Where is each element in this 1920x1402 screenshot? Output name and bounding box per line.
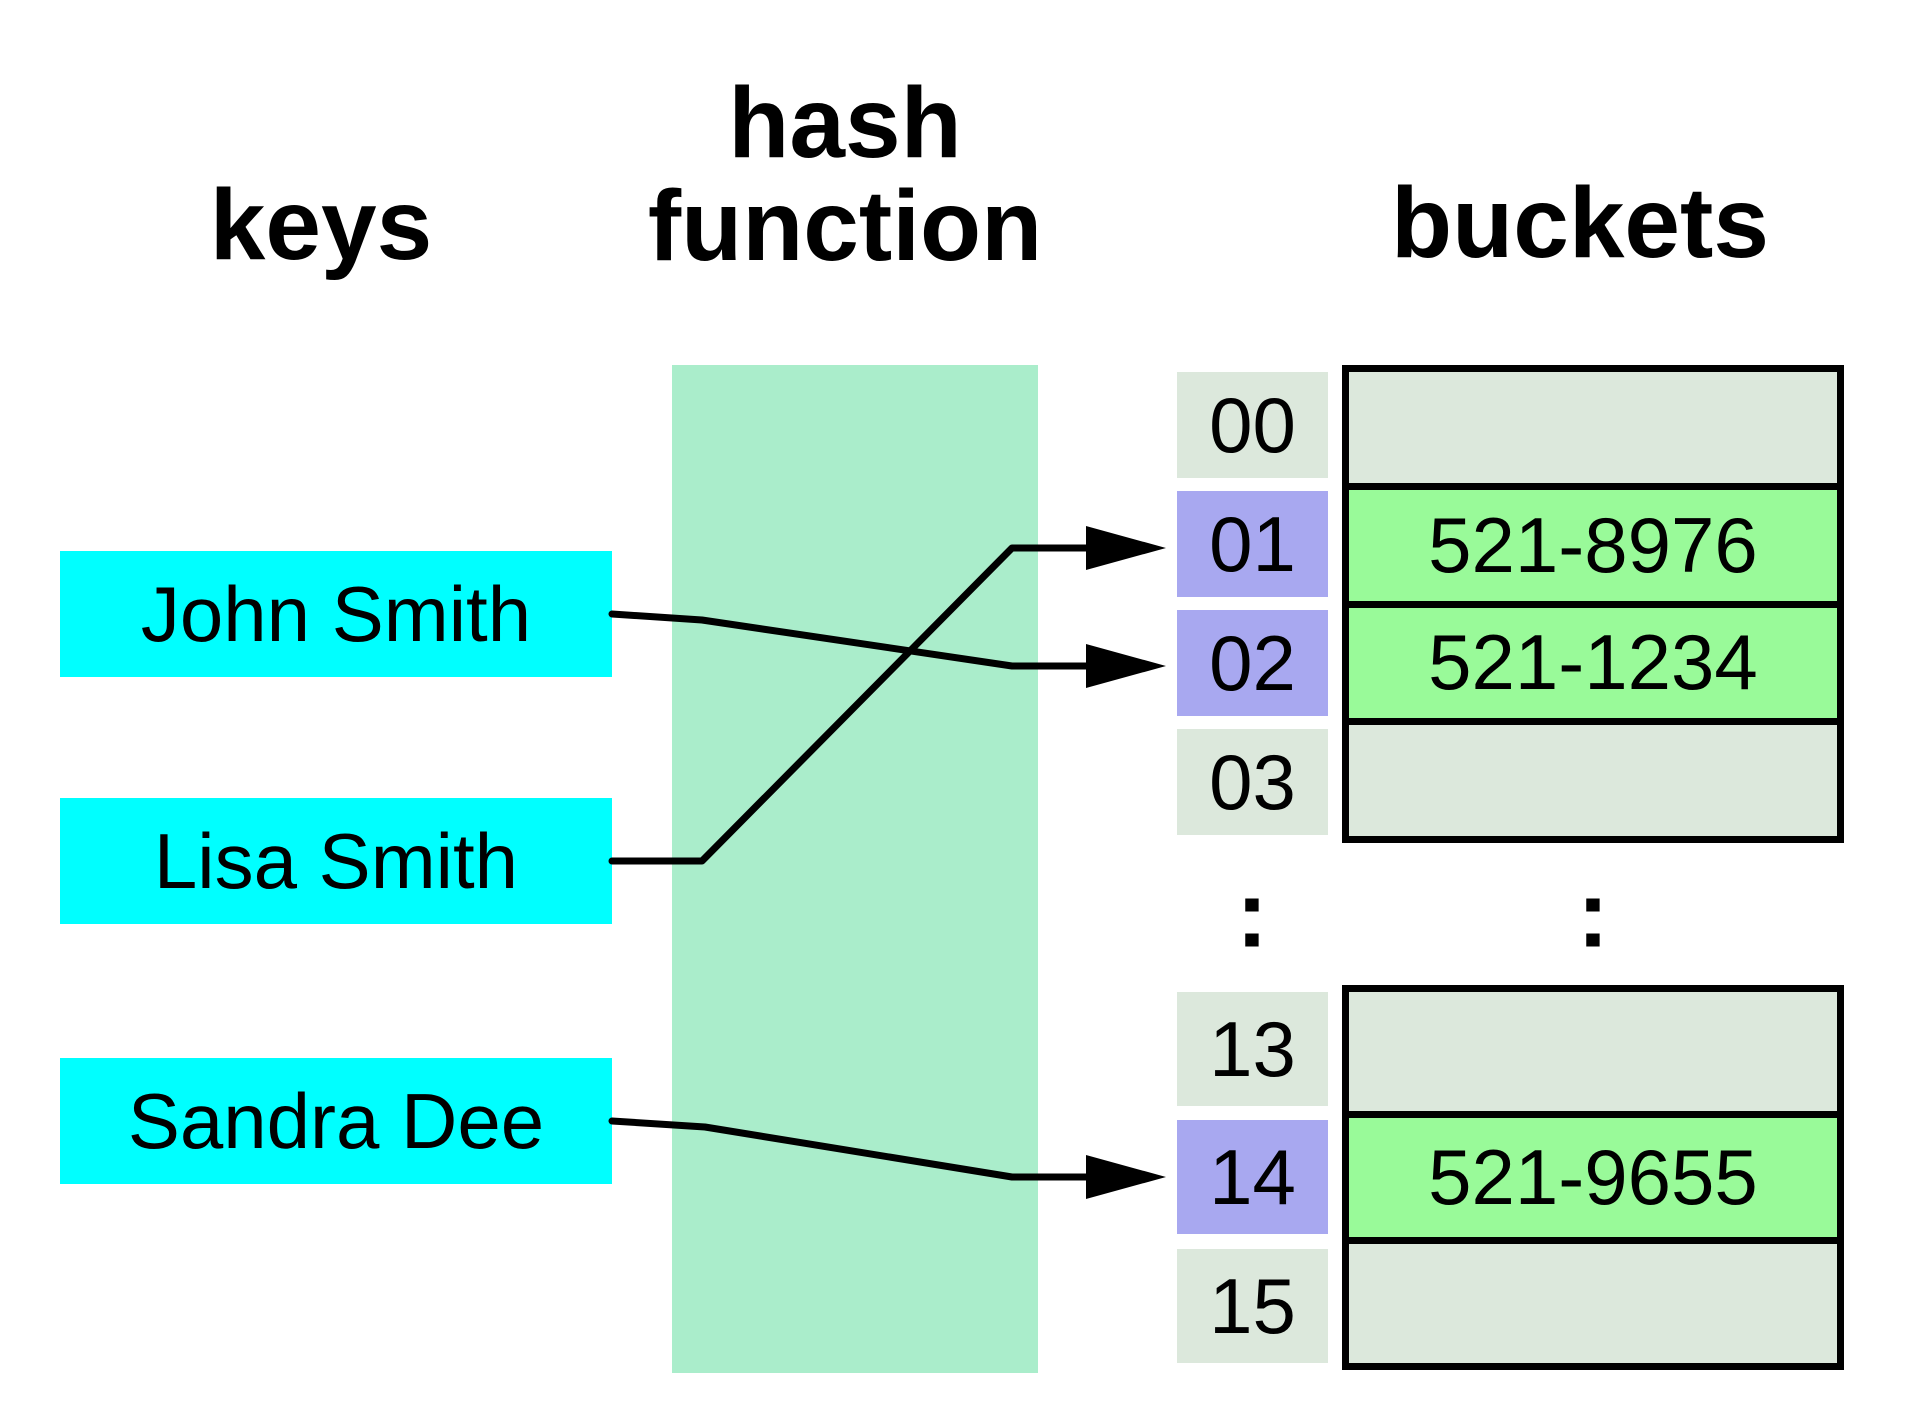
index-cell-03: 03	[1177, 729, 1328, 835]
bucket-table-bottom: 521-9655	[1342, 985, 1844, 1370]
index-cell-15: 15	[1177, 1249, 1328, 1363]
hash-function-header-line1: hash	[728, 67, 962, 179]
index-cell-14: 14	[1177, 1120, 1328, 1234]
bucket-row-01: 521-8976	[1349, 482, 1837, 601]
bucket-table-top: 521-8976 521-1234	[1342, 365, 1844, 843]
bucket-row-15	[1349, 1237, 1837, 1363]
index-cell-00: 00	[1177, 372, 1328, 478]
keys-header: keys	[209, 169, 433, 281]
key-box-lisa-smith: Lisa Smith	[60, 798, 612, 924]
key-label: Lisa Smith	[153, 816, 519, 905]
bucket-row-14: 521-9655	[1349, 1111, 1837, 1237]
bucket-row-13	[1349, 992, 1837, 1111]
key-label: Sandra Dee	[127, 1076, 545, 1165]
index-cell-02: 02	[1177, 610, 1328, 716]
index-cell-01: 01	[1177, 491, 1328, 597]
key-label: John Smith	[140, 569, 532, 658]
index-cell-13: 13	[1177, 992, 1328, 1106]
hash-function-header-line2: function	[647, 170, 1043, 282]
buckets-ellipsis: :	[1577, 861, 1609, 968]
key-box-sandra-dee: Sandra Dee	[60, 1058, 612, 1184]
key-box-john-smith: John Smith	[60, 551, 612, 677]
bucket-row-02: 521-1234	[1349, 600, 1837, 719]
bucket-row-03	[1349, 718, 1837, 836]
bucket-row-00	[1349, 372, 1837, 483]
buckets-header: buckets	[1391, 167, 1769, 279]
index-ellipsis: :	[1236, 861, 1268, 968]
hash-function-band	[672, 365, 1038, 1373]
